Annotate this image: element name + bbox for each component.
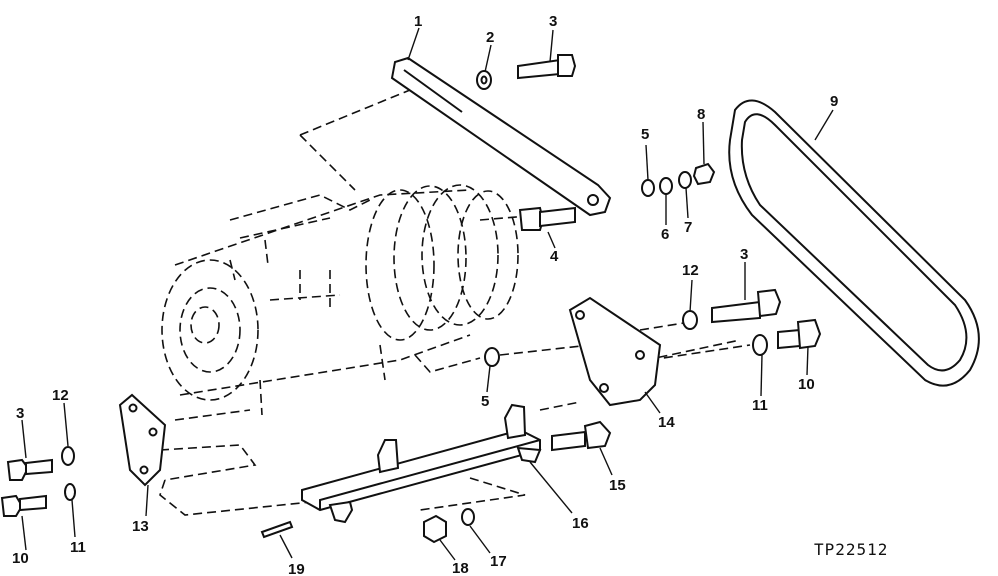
lock-washer-11-left — [64, 483, 76, 501]
plate-13 — [118, 393, 167, 487]
lock-washer-6 — [659, 177, 673, 195]
label-7: 7 — [684, 219, 692, 236]
bolt-10-left — [0, 494, 47, 517]
label-12-right: 12 — [682, 262, 699, 279]
label-12-left: 12 — [52, 387, 69, 404]
adjusting-bracket — [390, 56, 612, 217]
label-6: 6 — [661, 226, 669, 243]
reference-code: TP22512 — [814, 540, 888, 559]
pin-19 — [260, 520, 294, 539]
bolt-10-right — [777, 318, 822, 350]
nut-8 — [692, 162, 716, 186]
channel-bracket-16 — [301, 403, 542, 524]
label-11-right: 11 — [752, 397, 768, 414]
bolt-4 — [518, 206, 576, 231]
label-15: 15 — [609, 477, 626, 494]
washer — [476, 70, 492, 90]
label-8: 8 — [697, 106, 705, 123]
label-4: 4 — [550, 248, 559, 265]
nut-18 — [423, 514, 447, 544]
label-2: 2 — [486, 29, 494, 46]
washer-7 — [678, 171, 692, 189]
spacer-5-mid — [484, 347, 500, 367]
spacer-5 — [641, 179, 655, 197]
bolt-15 — [551, 420, 612, 452]
label-3-top: 3 — [549, 13, 557, 30]
bolt-3-left — [6, 458, 53, 481]
label-5-mid: 5 — [481, 393, 489, 410]
label-1: 1 — [414, 13, 422, 30]
washer-12 — [682, 310, 698, 330]
label-5-top: 5 — [641, 126, 649, 143]
drive-belt — [728, 99, 980, 387]
compressor-outline — [159, 89, 751, 516]
label-14: 14 — [658, 414, 675, 431]
label-11-left: 11 — [70, 539, 86, 556]
label-9: 9 — [830, 93, 838, 110]
leader-lines — [21, 27, 834, 561]
label-17: 17 — [490, 553, 507, 570]
label-10-left: 10 — [12, 550, 29, 567]
lock-washer-17 — [461, 508, 475, 526]
washer-12-left — [61, 446, 75, 466]
bolt-3-mid — [711, 288, 782, 324]
mounting-bracket-14 — [568, 296, 662, 407]
label-3-mid: 3 — [740, 246, 748, 263]
label-13: 13 — [132, 518, 149, 535]
washer-hole — [480, 75, 488, 85]
label-10-right: 10 — [798, 376, 815, 393]
bolt-top — [517, 54, 577, 80]
label-18: 18 — [452, 560, 469, 576]
label-19: 19 — [288, 561, 305, 576]
lock-washer-11 — [752, 334, 768, 356]
label-3-left: 3 — [16, 405, 24, 422]
label-16: 16 — [572, 515, 589, 532]
